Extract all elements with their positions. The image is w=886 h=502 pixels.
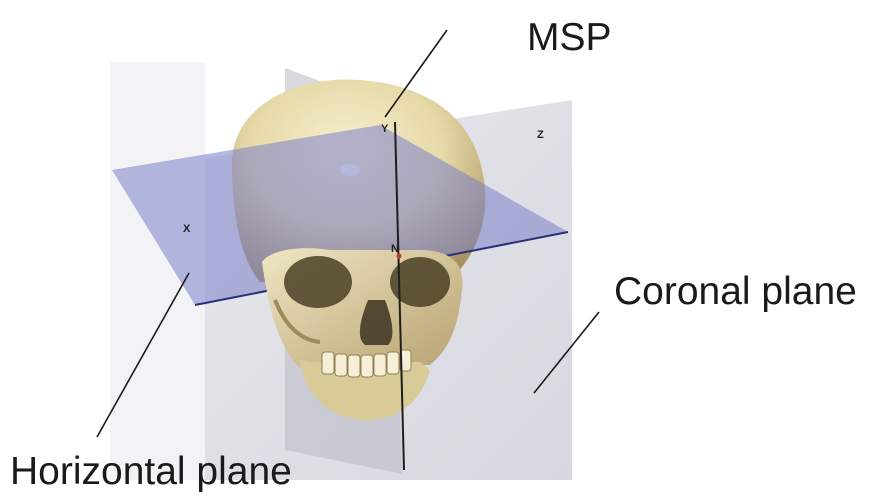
axis-y-label: Y bbox=[381, 123, 389, 135]
coronal-plane-label: Coronal plane bbox=[614, 272, 857, 311]
axis-x-label: X bbox=[183, 223, 191, 235]
left-orbit bbox=[284, 256, 352, 308]
axis-n-label: N bbox=[391, 243, 399, 255]
horizontal-plane-label: Horizontal plane bbox=[10, 452, 292, 491]
msp-label: MSP bbox=[527, 18, 612, 57]
axis-z-label: Z bbox=[537, 129, 544, 141]
